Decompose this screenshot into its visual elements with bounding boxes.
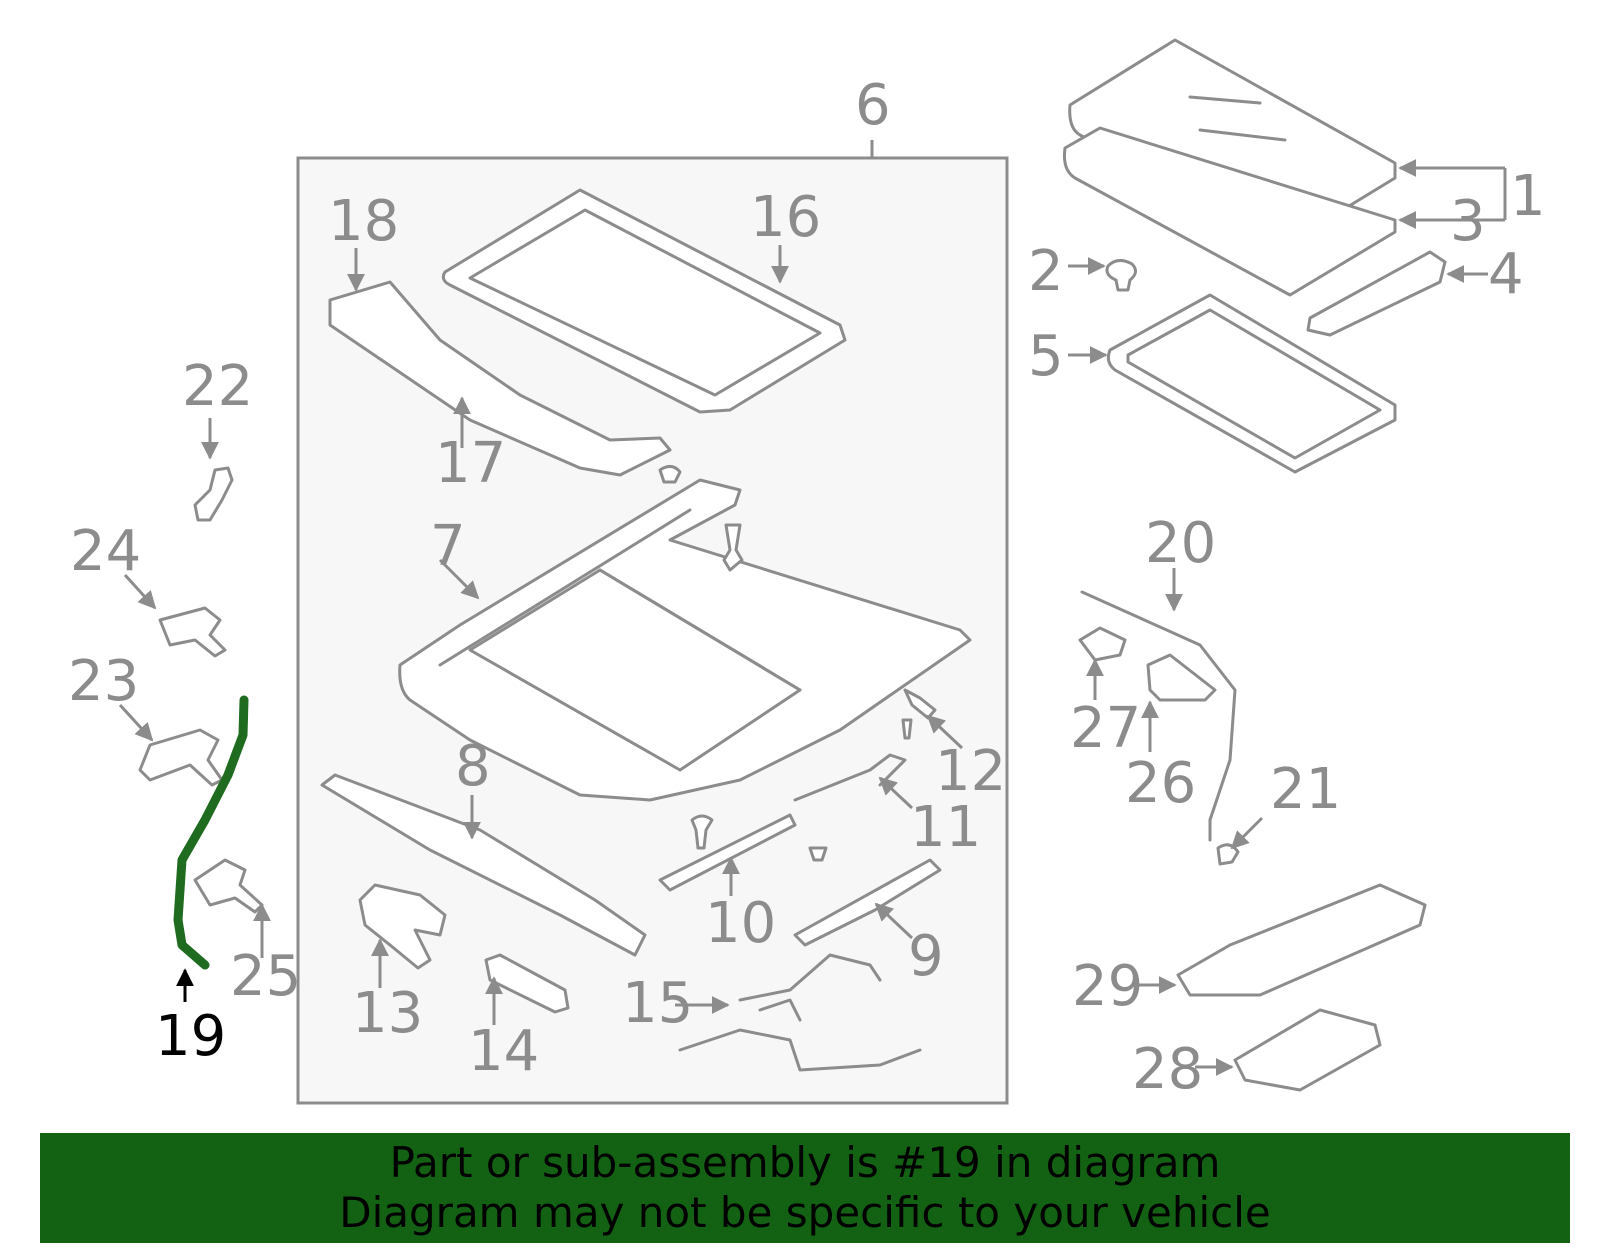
part-16-sunshade — [441, 188, 847, 414]
part-15-harness — [678, 953, 922, 1072]
callout-29: 29 — [1072, 954, 1143, 1019]
callout-15: 15 — [622, 971, 693, 1036]
callout-26: 26 — [1125, 751, 1196, 816]
callout-27: 27 — [1070, 696, 1141, 761]
part-20-drain-hose — [1080, 590, 1237, 842]
part-25-bracket — [193, 858, 264, 914]
callout-5: 5 — [1028, 324, 1064, 389]
part-27-bracket — [1078, 626, 1127, 662]
callout-11: 11 — [910, 795, 981, 860]
callout-14: 14 — [468, 1019, 539, 1084]
callout-8: 8 — [455, 734, 491, 799]
part-10-guide-rail — [658, 813, 797, 892]
banner-line-2: Diagram may not be specific to your vehi… — [339, 1188, 1271, 1237]
part-2-clip — [1105, 259, 1137, 292]
callout-20: 20 — [1145, 511, 1216, 576]
callout-25: 25 — [230, 944, 301, 1009]
part-23-bracket — [138, 728, 224, 787]
callout-12: 12 — [935, 739, 1006, 804]
callout-6: 6 — [855, 73, 891, 138]
callout-21: 21 — [1270, 757, 1341, 822]
part-11-cable — [793, 753, 907, 802]
part-21-grommet — [1216, 843, 1240, 866]
callout-16: 16 — [750, 185, 821, 250]
part-26-bracket — [1146, 653, 1217, 702]
part-5-frame-seal — [1106, 293, 1397, 474]
callout-17: 17 — [435, 431, 506, 496]
callout-1: 1 — [1510, 164, 1546, 229]
part-8-rear-trim — [320, 773, 647, 957]
callout-10: 10 — [705, 891, 776, 956]
callout-2: 2 — [1028, 239, 1064, 304]
notice-banner: Part or sub-assembly is #19 in diagram D… — [40, 1133, 1570, 1243]
callout-18: 18 — [328, 189, 399, 254]
part-19-drain-hose-highlight — [173, 695, 249, 970]
part-9-bracket — [793, 858, 942, 947]
callout-9: 9 — [908, 924, 944, 989]
part-17-front-trim — [328, 280, 672, 477]
part-24-bracket — [158, 606, 227, 658]
callout-28: 28 — [1132, 1037, 1203, 1102]
callout-4: 4 — [1488, 242, 1524, 307]
callout-19: 19 — [155, 1004, 226, 1069]
part-12-clip — [903, 688, 937, 720]
callout-24: 24 — [70, 519, 141, 584]
part-29-cover — [1176, 883, 1427, 997]
callout-23: 23 — [68, 649, 139, 714]
callout-22: 22 — [182, 354, 253, 419]
part-4-deflector — [1306, 250, 1447, 337]
callout-13: 13 — [352, 981, 423, 1046]
part-22-clip — [193, 466, 234, 522]
banner-line-1: Part or sub-assembly is #19 in diagram — [389, 1138, 1221, 1187]
callout-3: 3 — [1450, 189, 1486, 254]
callout-7: 7 — [430, 514, 466, 579]
part-7-sunroof-frame — [398, 478, 972, 802]
part-1-glass-panel — [1068, 38, 1397, 244]
part-28-lamp — [1233, 1008, 1382, 1092]
